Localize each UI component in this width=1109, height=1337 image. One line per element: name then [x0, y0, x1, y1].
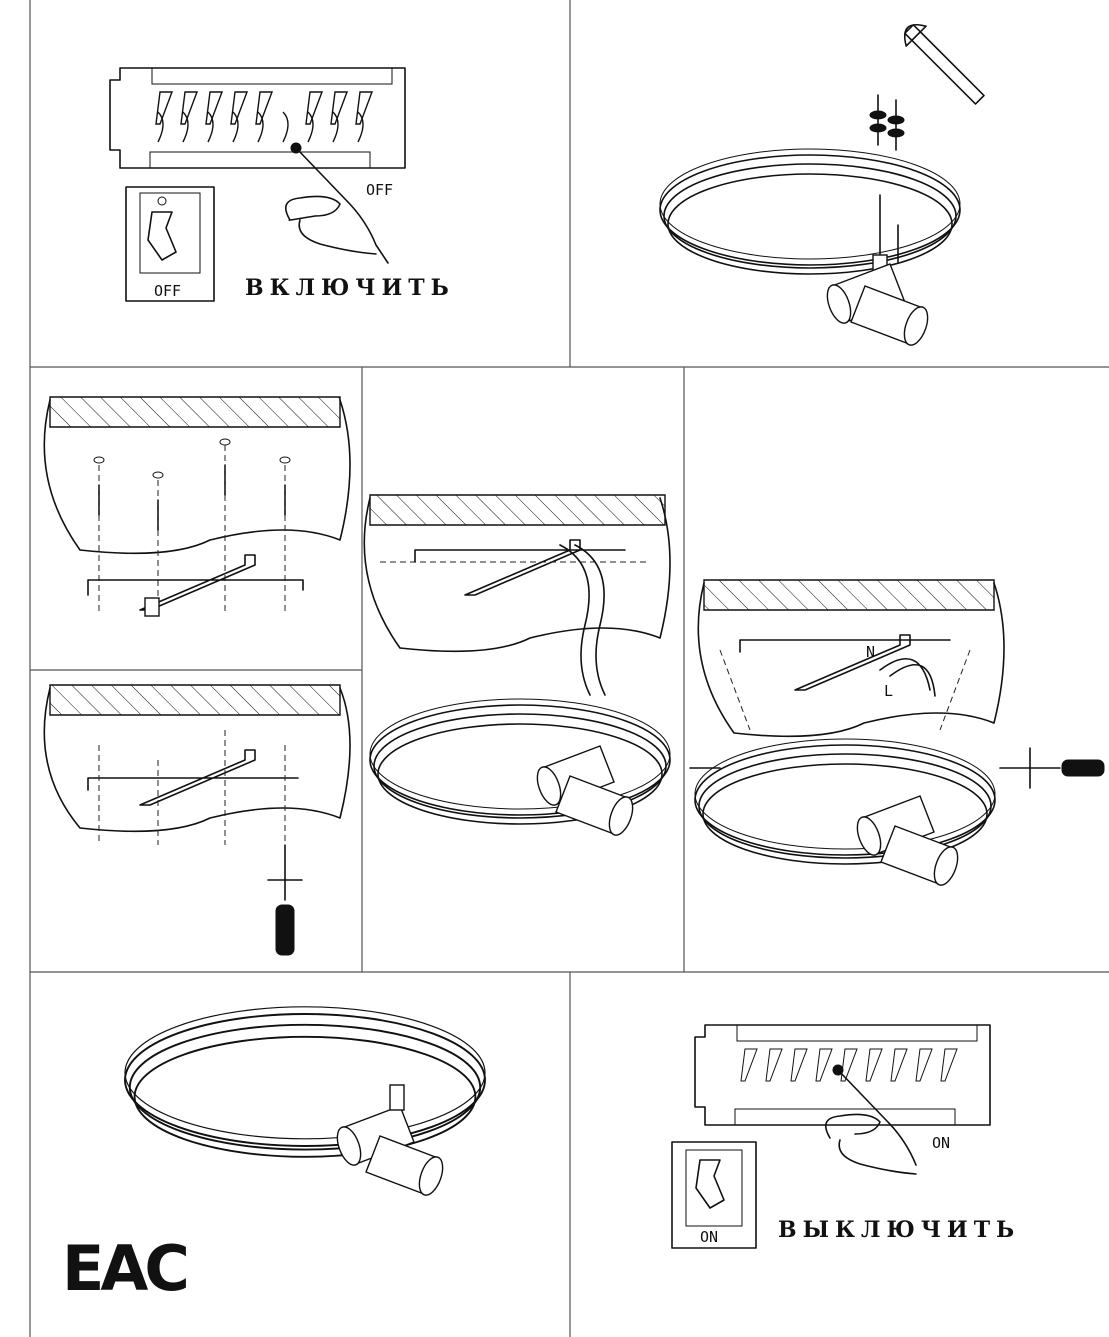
hand-pressing-on-icon — [824, 1064, 917, 1175]
panel-grid — [29, 0, 1109, 1337]
switch-off-label: OFF — [154, 282, 181, 300]
panel-lamp-unpack — [659, 23, 985, 349]
wrench-icon — [903, 23, 985, 105]
live-wire-label: L — [884, 682, 893, 700]
hand-pressing-icon — [284, 142, 389, 264]
fastener-set — [869, 94, 905, 151]
wall-anchors — [93, 438, 291, 615]
spot-lights — [822, 194, 933, 349]
on-state-label: ON — [932, 1134, 950, 1152]
panel-power-on: ON ON ВЫКЛЮЧИТЬ — [671, 1024, 1020, 1249]
eac-certification-mark: EAC — [62, 1232, 186, 1305]
neutral-wire-label: N — [866, 643, 875, 661]
screwdriver-icon — [267, 844, 303, 956]
breaker-panel — [109, 67, 406, 169]
single-switch-icon — [125, 186, 215, 302]
switch-on-label: ON — [700, 1228, 718, 1246]
ceiling-hatch — [49, 396, 341, 428]
panel-attach-lamp — [363, 494, 671, 839]
single-switch-on-icon — [671, 1141, 757, 1249]
power-on-caption: ВЫКЛЮЧИТЬ — [778, 1217, 1020, 1243]
mounting-bracket — [87, 554, 304, 611]
panel-drill-holes — [43, 396, 351, 617]
lamp-ring — [659, 148, 961, 275]
panel-wire-connect: N L — [689, 579, 1105, 889]
screwdriver-side-icon — [999, 747, 1105, 789]
panel-power-off: OFF OFF ВКЛЮЧИТЬ — [109, 67, 455, 302]
panel-finished-lamp: EAC — [62, 1005, 486, 1305]
power-off-caption: ВКЛЮЧИТЬ — [245, 275, 455, 301]
panel-fix-bracket — [43, 684, 351, 956]
breaker-levers — [155, 91, 374, 143]
off-state-label: OFF — [366, 181, 393, 199]
